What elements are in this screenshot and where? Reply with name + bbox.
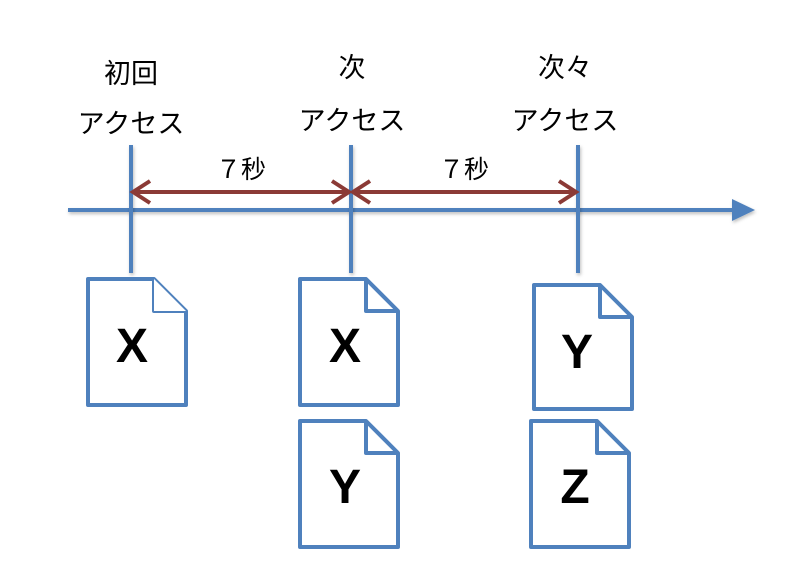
document-event3-y: Y (532, 283, 634, 411)
interval-1-label: ７秒 (216, 155, 266, 184)
document-letter: X (329, 320, 361, 373)
document-letter: Z (560, 461, 589, 514)
document-letter: X (116, 320, 148, 373)
document-event1-x: X (86, 277, 188, 407)
axis-arrowhead-icon (732, 199, 755, 221)
document-letter: Y (561, 326, 593, 379)
document-letter: Y (329, 461, 361, 514)
event-2-label-line2: アクセス (299, 106, 406, 137)
event-3-label-line2: アクセス (512, 106, 619, 137)
interval-1-arrow (129, 179, 353, 205)
document-event2-x: X (298, 277, 400, 407)
interval-2-label: ７秒 (439, 155, 489, 184)
event-1-label-line1: 初回 (104, 59, 158, 90)
document-event3-z: Z (529, 419, 631, 549)
timeline-axis (68, 199, 755, 221)
event-1-label-line2: アクセス (78, 109, 185, 140)
interval-2-arrow (349, 179, 580, 205)
event-3-label-line1: 次々 (538, 53, 592, 84)
event-2-label-line1: 次 (339, 53, 366, 84)
document-event2-y: Y (298, 419, 400, 549)
